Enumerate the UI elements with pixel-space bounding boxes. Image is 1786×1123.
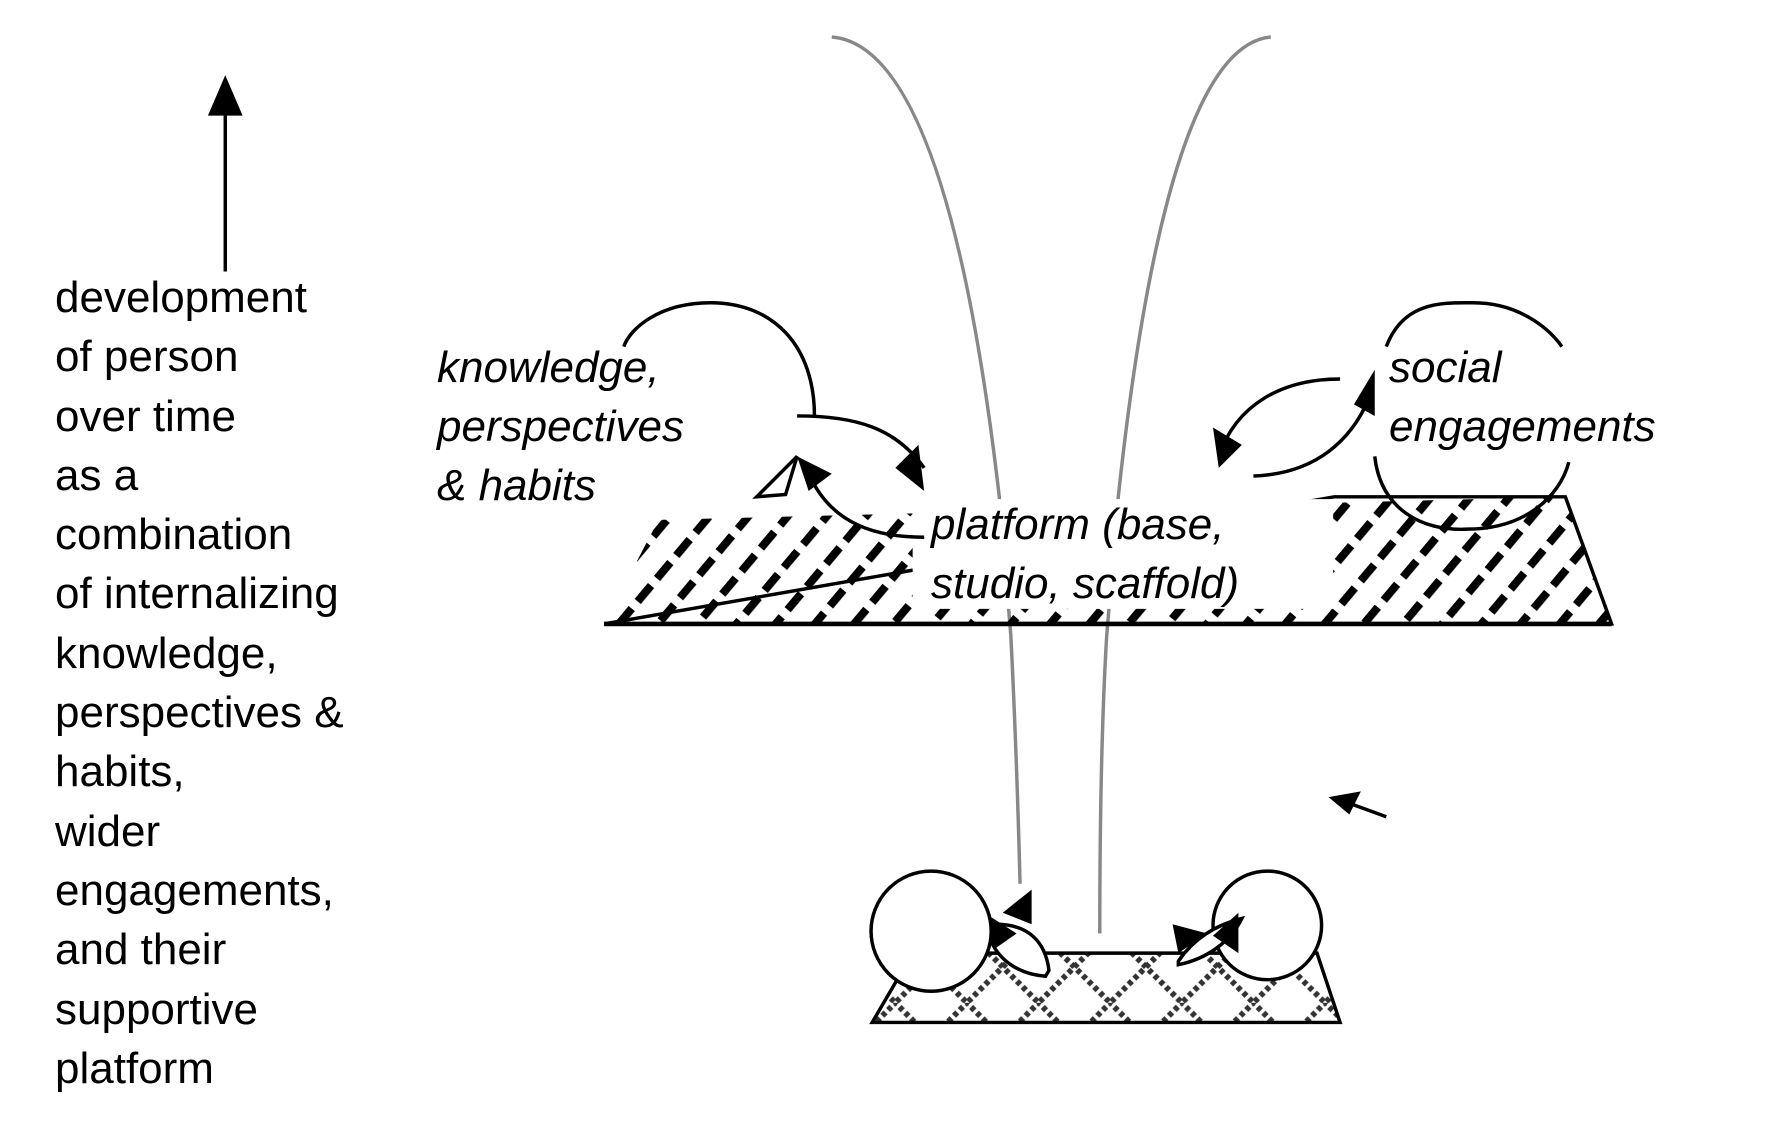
caption-line: engagements, — [55, 865, 334, 915]
platform-label: platform (base, studio, scaffold) — [931, 495, 1239, 613]
development-trajectory — [831, 35, 1271, 934]
label-line: social — [1389, 343, 1502, 392]
platform-large — [603, 495, 1615, 627]
caption-line: perspectives & — [55, 688, 344, 738]
time-arrow — [207, 75, 243, 272]
caption-line: combination — [55, 510, 293, 560]
social-label: social engagements — [1389, 338, 1656, 456]
small-arrow — [1328, 791, 1387, 819]
caption-line: as a — [55, 450, 139, 500]
caption-line: supportive — [55, 984, 259, 1034]
caption-line: wider — [55, 806, 161, 856]
label-line: platform (base, — [931, 500, 1225, 549]
caption-line: of internalizing — [55, 569, 339, 619]
label-line: studio, scaffold) — [931, 559, 1240, 608]
platform-small — [869, 869, 1343, 1025]
knowledge-loop — [622, 300, 926, 539]
caption-line: knowledge, — [55, 628, 278, 678]
caption-line: development — [55, 273, 307, 322]
caption-line: over time — [55, 391, 236, 441]
side-caption: development of person over time as a com… — [55, 268, 344, 1098]
label-line: & habits — [437, 461, 596, 510]
label-line: engagements — [1389, 402, 1656, 451]
label-line: perspectives — [437, 402, 685, 451]
caption-line: of person — [55, 332, 239, 382]
caption-line: habits, — [55, 747, 185, 797]
caption-line: and their — [55, 925, 227, 975]
caption-line: platform — [55, 1043, 214, 1093]
knowledge-label: knowledge, perspectives & habits — [437, 338, 684, 515]
label-line: knowledge, — [437, 343, 660, 392]
social-loop — [1213, 300, 1571, 531]
